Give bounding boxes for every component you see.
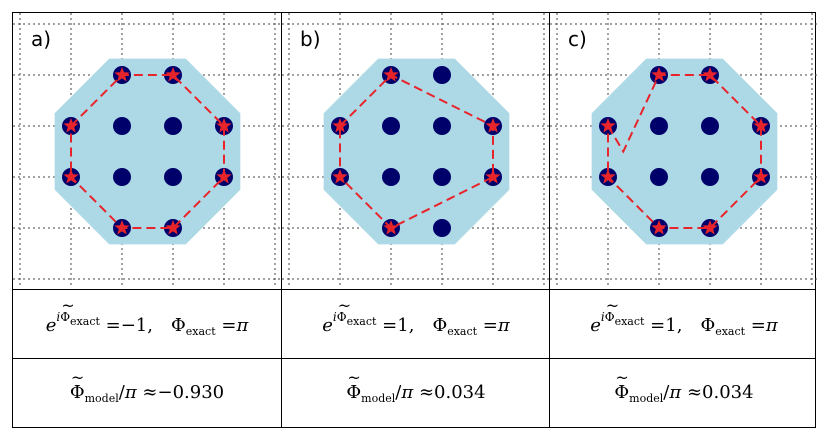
star-marker (383, 67, 399, 82)
exact-phase-cell-c: eiΦexact =1,Φexact =π (550, 291, 818, 357)
atom-site (164, 117, 182, 135)
atom-site (650, 117, 668, 135)
star-marker (216, 169, 232, 184)
star-marker (383, 220, 399, 235)
panel-label: a) (31, 27, 52, 51)
lattice-diagram-c (550, 13, 818, 288)
atom-site (650, 168, 668, 186)
star-marker (114, 67, 130, 82)
exact-phase-cell-a: eiΦexact =−1,Φexact =π (13, 291, 281, 357)
figure-frame: a) b) c) eiΦexact =−1,Φexact =π eiΦexact… (12, 12, 818, 428)
model-phase-cell-a: Φmodel/π ≈−0.930 (13, 359, 281, 427)
star-marker (63, 118, 79, 133)
model-phase-cell-c: Φmodel/π ≈0.034 (550, 359, 818, 427)
atom-site (433, 117, 451, 135)
star-marker (753, 118, 769, 133)
star-marker (485, 169, 501, 184)
exact-exp-value: 1 (665, 315, 677, 336)
star-marker (702, 67, 718, 82)
star-marker (332, 118, 348, 133)
model-value: 0.034 (702, 381, 754, 403)
atom-site (113, 117, 131, 135)
exact-exp-value: −1 (120, 315, 148, 336)
exact-phi-value: π (497, 315, 510, 336)
star-marker (702, 220, 718, 235)
approx-sign: ≈ (142, 381, 158, 403)
model-value: 0.034 (434, 381, 486, 403)
atom-site (701, 117, 719, 135)
octagon-region (54, 58, 241, 245)
star-marker (63, 169, 79, 184)
star-marker (651, 220, 667, 235)
panel-label: b) (300, 27, 321, 51)
lattice-diagram-a (13, 13, 281, 288)
star-marker (600, 118, 616, 133)
atom-site (382, 168, 400, 186)
star-marker (651, 67, 667, 82)
atom-site (433, 66, 451, 84)
exact-phase-cell-b: eiΦexact =1,Φexact =π (282, 291, 550, 357)
atom-site (113, 168, 131, 186)
panel-b: b) (282, 13, 550, 288)
panel-a: a) (13, 13, 281, 288)
star-marker (165, 220, 181, 235)
star-marker (753, 169, 769, 184)
atom-site (433, 168, 451, 186)
exact-phi-value: π (236, 315, 249, 336)
row-divider (13, 289, 815, 290)
atom-site (433, 219, 451, 237)
panel-c: c) (550, 13, 818, 288)
octagon-region (591, 58, 778, 245)
octagon-region (323, 58, 510, 245)
panel-label: c) (568, 27, 587, 51)
atom-site (701, 168, 719, 186)
exact-phi-value: π (765, 315, 778, 336)
column-divider (281, 13, 282, 427)
star-marker (114, 220, 130, 235)
model-phase-cell-b: Φmodel/π ≈0.034 (282, 359, 550, 427)
lattice-diagram-b (282, 13, 550, 288)
atom-site (382, 117, 400, 135)
row-divider (13, 358, 815, 359)
approx-sign: ≈ (418, 381, 435, 403)
star-marker (332, 169, 348, 184)
exact-exp-value: 1 (397, 315, 409, 336)
loop-path (607, 74, 762, 229)
atom-site (164, 168, 182, 186)
star-marker (165, 67, 181, 82)
column-divider (549, 13, 550, 427)
model-value: −0.930 (157, 381, 225, 403)
star-marker (216, 118, 232, 133)
approx-sign: ≈ (686, 381, 703, 403)
star-marker (600, 169, 616, 184)
star-marker (485, 118, 501, 133)
